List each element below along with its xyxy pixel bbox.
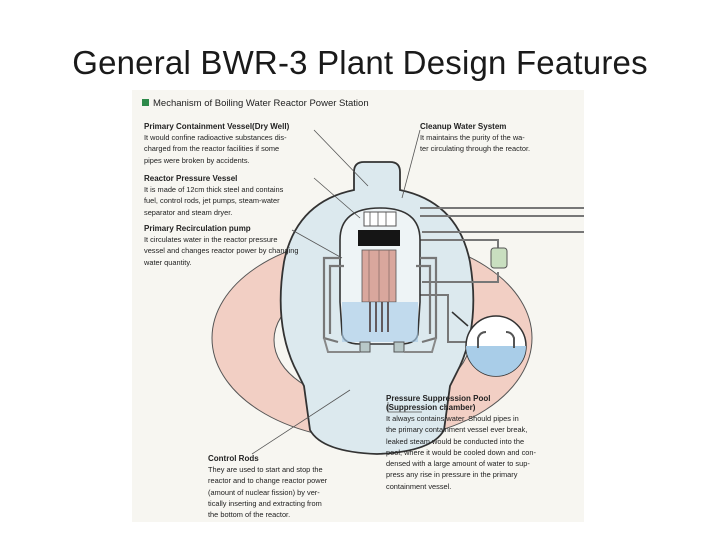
leader-lines xyxy=(251,129,422,455)
callout-heading: Control Rods xyxy=(208,454,259,463)
callout-line: It always contains water. Should pipes i… xyxy=(386,414,519,423)
callout-heading: Pressure Suppression Pool xyxy=(386,394,491,403)
control-rods xyxy=(369,302,389,332)
callout-line: ter circulating through the reactor. xyxy=(420,144,531,154)
callout-line: (amount of nuclear fission) by ver- xyxy=(208,487,320,497)
callout-line: the primary containment vessel ever brea… xyxy=(386,425,528,435)
callout-line: vessel and changes reactor power by chan… xyxy=(144,246,299,256)
recirculation-pumps xyxy=(359,341,405,353)
callout-cleanup: Cleanup Water System It maintains the pu… xyxy=(420,122,580,155)
callout-pressure-vessel: Reactor Pressure Vessel It is made of 12… xyxy=(144,174,316,218)
callout-suppression: Pressure Suppression Pool (Suppression c… xyxy=(386,394,580,492)
bottom-pipes xyxy=(323,337,437,353)
callout-line: It is made of 12cm thick steel and conta… xyxy=(144,185,284,194)
callout-line: pool, where it would be cooled down and … xyxy=(386,447,536,457)
callout-line: reactor and to change reactor power xyxy=(208,476,328,486)
suppression-pool xyxy=(451,311,527,377)
callout-heading: Primary Recirculation pump xyxy=(144,224,251,233)
callout-heading: Reactor Pressure Vessel xyxy=(144,174,238,183)
callout-line: water quantity. xyxy=(144,257,192,267)
callout-line: It circulates water in the reactor press… xyxy=(144,235,278,244)
cleanup-tank xyxy=(490,247,508,269)
figure-header-text: Mechanism of Boiling Water Reactor Power… xyxy=(153,98,369,109)
figure-header: Mechanism of Boiling Water Reactor Power… xyxy=(142,98,369,109)
reactor-diagram xyxy=(211,129,584,455)
callout-control-rods: Control Rods They are used to start and … xyxy=(208,454,368,520)
callout-line: They are used to start and stop the xyxy=(208,465,323,474)
callout-line: It maintains the purity of the wa- xyxy=(420,133,525,142)
callout-line: densed with a large amount of water to s… xyxy=(386,459,530,469)
header-marker-icon xyxy=(142,99,149,106)
callout-line: press any rise in pressure in the primar… xyxy=(386,470,518,480)
callout-line: containment vessel. xyxy=(386,481,452,491)
callout-line: leaked steam would be conducted into the xyxy=(386,436,525,446)
reactor-figure: Mechanism of Boiling Water Reactor Power… xyxy=(132,90,584,522)
callout-containment: Primary Containment Vessel(Dry Well) It … xyxy=(144,122,316,166)
callout-heading: Primary Containment Vessel(Dry Well) xyxy=(144,122,290,131)
callout-line: separator and steam dryer. xyxy=(144,207,233,217)
slide-title: General BWR-3 Plant Design Features xyxy=(72,44,648,81)
callout-line: tically inserting and extracting from xyxy=(208,498,322,508)
callout-recirculation: Primary Recirculation pump It circulates… xyxy=(144,224,316,268)
callout-subheading: (Suppression chamber) xyxy=(386,403,476,412)
recirculation-loops xyxy=(322,256,438,344)
pressure-vessel xyxy=(339,207,421,345)
callout-line: pipes were broken by accidents. xyxy=(144,155,250,165)
callout-line: the bottom of the reactor. xyxy=(208,510,291,520)
callout-line: It would confine radioactive substances … xyxy=(144,133,287,142)
callout-line: charged from the reactor facilities if s… xyxy=(144,144,280,154)
callout-line: fuel, control rods, jet pumps, steam-wat… xyxy=(144,196,280,206)
callout-heading: Cleanup Water System xyxy=(420,122,507,131)
